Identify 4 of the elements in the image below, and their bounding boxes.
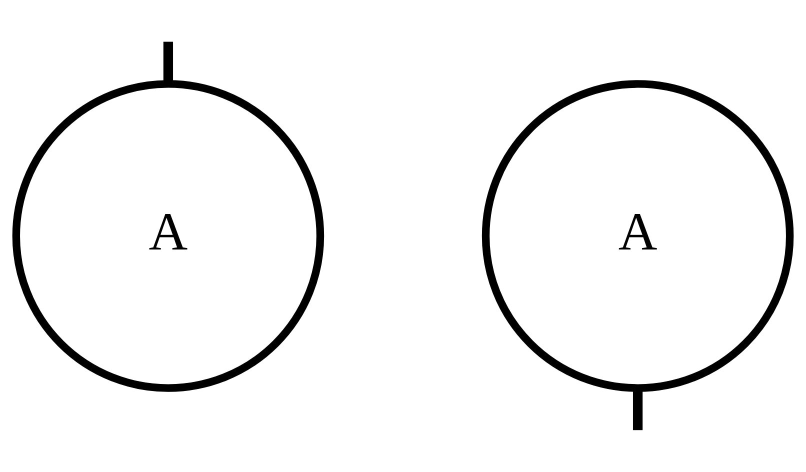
node-circle: A xyxy=(482,80,794,392)
connector xyxy=(163,42,174,84)
node-circle: A xyxy=(12,80,324,392)
connector xyxy=(632,388,643,430)
